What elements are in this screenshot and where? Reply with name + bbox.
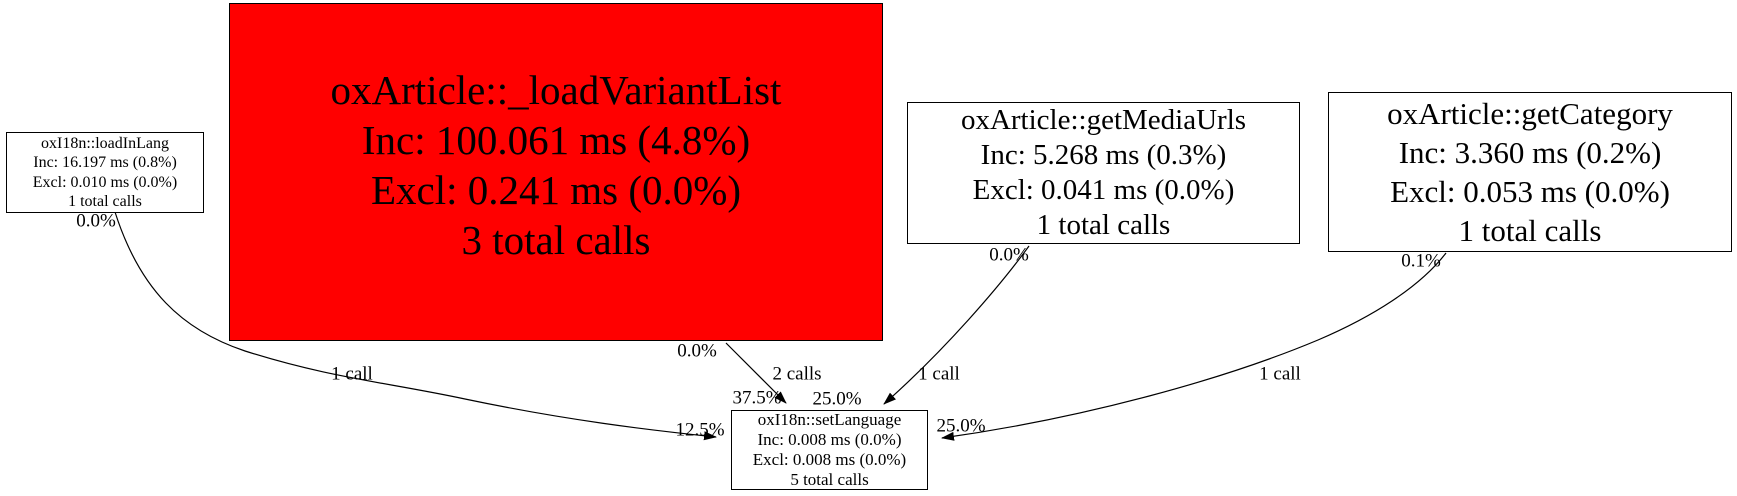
edge-target-percent-label: 37.5% xyxy=(732,387,782,409)
edge-source-percent-label: 0.1% xyxy=(1401,250,1441,272)
node-total-calls: 5 total calls xyxy=(790,470,869,489)
edge-target-percent-label: 25.0% xyxy=(812,388,862,410)
node-set-language: oxI18n::setLanguage Inc: 0.008 ms (0.0%)… xyxy=(731,410,928,490)
node-inclusive-time: Inc: 100.061 ms (4.8%) xyxy=(361,117,751,163)
node-total-calls: 1 total calls xyxy=(1458,213,1602,248)
node-get-category: oxArticle::getCategory Inc: 3.360 ms (0.… xyxy=(1328,92,1732,252)
edge-source-percent-label: 0.0% xyxy=(76,210,116,232)
edge-load-in-lang-to-set-language xyxy=(114,211,717,441)
node-title: oxI18n::loadInLang xyxy=(41,134,169,152)
edge-get-media-urls-to-set-language xyxy=(883,245,1030,405)
node-exclusive-time: Excl: 0.041 ms (0.0%) xyxy=(972,174,1235,206)
node-load-in-lang: oxI18n::loadInLang Inc: 16.197 ms (0.8%)… xyxy=(6,132,204,213)
node-exclusive-time: Excl: 0.008 ms (0.0%) xyxy=(752,450,907,469)
edge-target-percent-label: 25.0% xyxy=(936,415,986,437)
edge-source-percent-label: 0.0% xyxy=(989,244,1029,266)
node-title: oxArticle::getMediaUrls xyxy=(960,104,1247,136)
node-inclusive-time: Inc: 16.197 ms (0.8%) xyxy=(33,154,177,171)
node-total-calls: 3 total calls xyxy=(461,217,651,263)
node-exclusive-time: Excl: 0.010 ms (0.0%) xyxy=(32,173,178,191)
node-inclusive-time: Inc: 0.008 ms (0.0%) xyxy=(757,430,902,449)
node-title: oxI18n::setLanguage xyxy=(757,410,902,429)
edge-call-count-label: 1 call xyxy=(331,363,373,385)
edge-source-percent-label: 0.0% xyxy=(677,340,717,362)
node-total-calls: 1 total calls xyxy=(68,193,142,210)
node-inclusive-time: Inc: 5.268 ms (0.3%) xyxy=(980,139,1227,171)
edge-load-variant-list-to-set-language xyxy=(725,342,787,404)
edge-get-category-to-set-language xyxy=(941,252,1447,441)
node-load-variant-list-hot: oxArticle::_loadVariantList Inc: 100.061… xyxy=(229,3,883,341)
node-exclusive-time: Excl: 0.053 ms (0.0%) xyxy=(1390,174,1670,209)
node-get-media-urls: oxArticle::getMediaUrls Inc: 5.268 ms (0… xyxy=(907,102,1300,244)
edge-call-count-label: 1 call xyxy=(918,363,960,385)
edge-call-count-label: 1 call xyxy=(1259,363,1301,385)
node-title: oxArticle::_loadVariantList xyxy=(330,67,782,113)
node-exclusive-time: Excl: 0.241 ms (0.0%) xyxy=(370,167,742,213)
node-inclusive-time: Inc: 3.360 ms (0.2%) xyxy=(1398,135,1662,170)
edge-call-count-label: 2 calls xyxy=(772,363,822,385)
node-title: oxArticle::getCategory xyxy=(1387,96,1673,131)
edge-target-percent-label: 12.5% xyxy=(675,419,725,441)
node-total-calls: 1 total calls xyxy=(1036,209,1171,241)
